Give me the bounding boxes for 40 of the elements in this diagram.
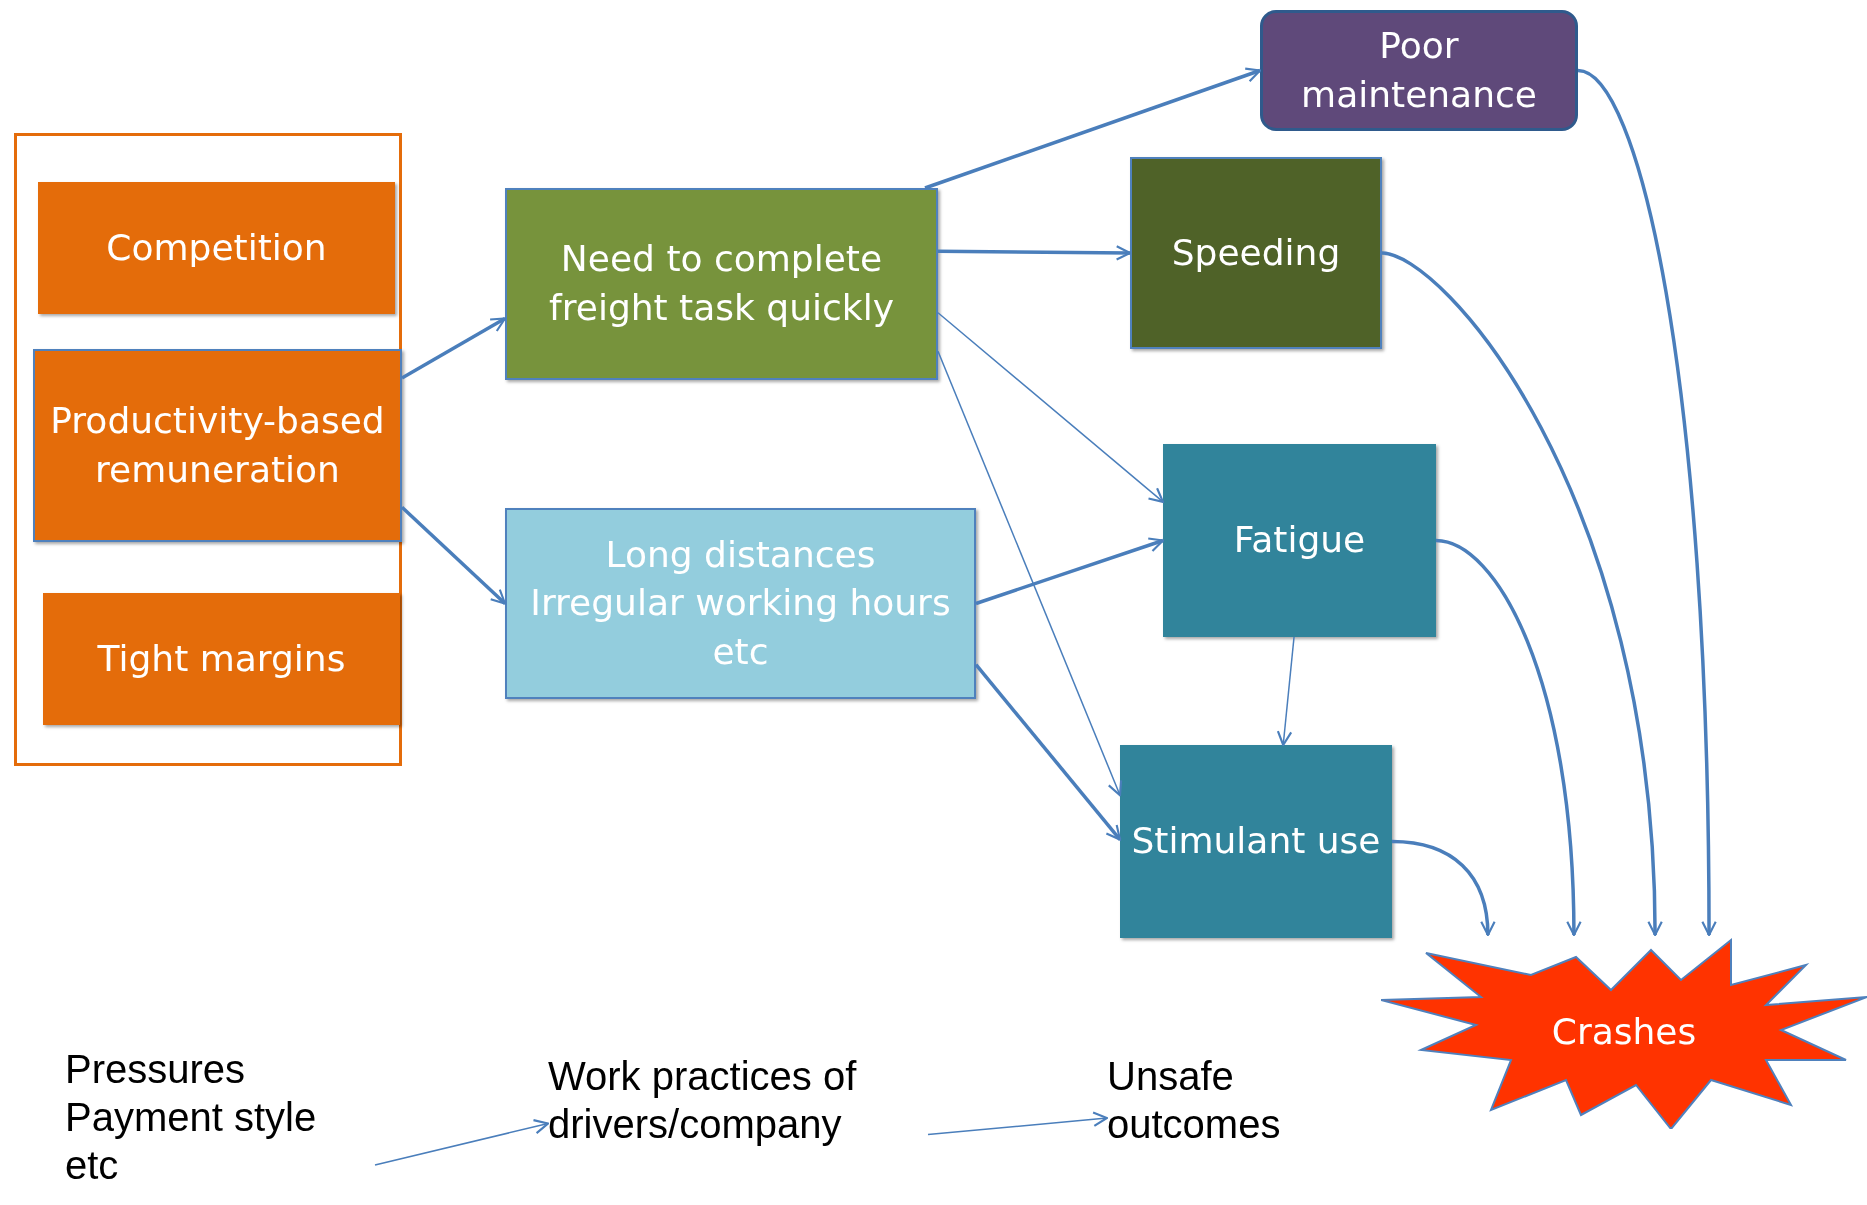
process-box xyxy=(1260,10,1578,131)
starburst-shape xyxy=(1381,935,1867,1129)
arrow xyxy=(1381,251,1663,937)
group-frame xyxy=(14,133,402,766)
arrow xyxy=(1391,839,1495,937)
process-box xyxy=(505,508,976,699)
box-label: Poor maintenance xyxy=(1300,23,1538,117)
arrow xyxy=(400,506,507,605)
caption-text: Work practices of drivers/company xyxy=(548,1053,858,1148)
process-box xyxy=(1163,444,1436,637)
box-label: Speeding xyxy=(1170,230,1342,275)
process-box xyxy=(33,349,402,542)
process-box xyxy=(505,188,938,380)
box-label: Need to complete freight task quickly xyxy=(548,237,895,330)
arrow xyxy=(927,1111,1109,1136)
arrow xyxy=(937,312,1165,503)
process-box xyxy=(38,182,395,314)
box-label: Long distances xyxy=(604,532,877,577)
arrow xyxy=(975,537,1165,606)
box-label: Stimulant use xyxy=(1130,819,1382,864)
box-label: Crashes xyxy=(1550,1009,1698,1054)
arrow xyxy=(924,67,1262,190)
arrow xyxy=(374,1119,550,1166)
process-box xyxy=(43,593,400,725)
arrow xyxy=(938,245,1132,261)
box-label: Productivity-based remuneration xyxy=(49,398,386,492)
arrow xyxy=(974,663,1122,841)
caption-text: Unsafe outcomes xyxy=(1107,1053,1282,1148)
box-label: Fatigue xyxy=(1232,518,1367,563)
box-label: Competition xyxy=(105,225,328,270)
arrow xyxy=(937,350,1123,797)
arrow xyxy=(1577,68,1717,937)
caption-text: Pressures Payment style etc xyxy=(65,1046,318,1189)
arrow xyxy=(1435,538,1582,937)
process-box xyxy=(1130,157,1382,349)
box-label: Irregular working hours etc xyxy=(529,581,952,674)
arrow xyxy=(401,317,507,380)
arrow xyxy=(1276,636,1295,747)
box-label: Tight margins xyxy=(96,636,347,681)
process-box xyxy=(1120,745,1392,938)
